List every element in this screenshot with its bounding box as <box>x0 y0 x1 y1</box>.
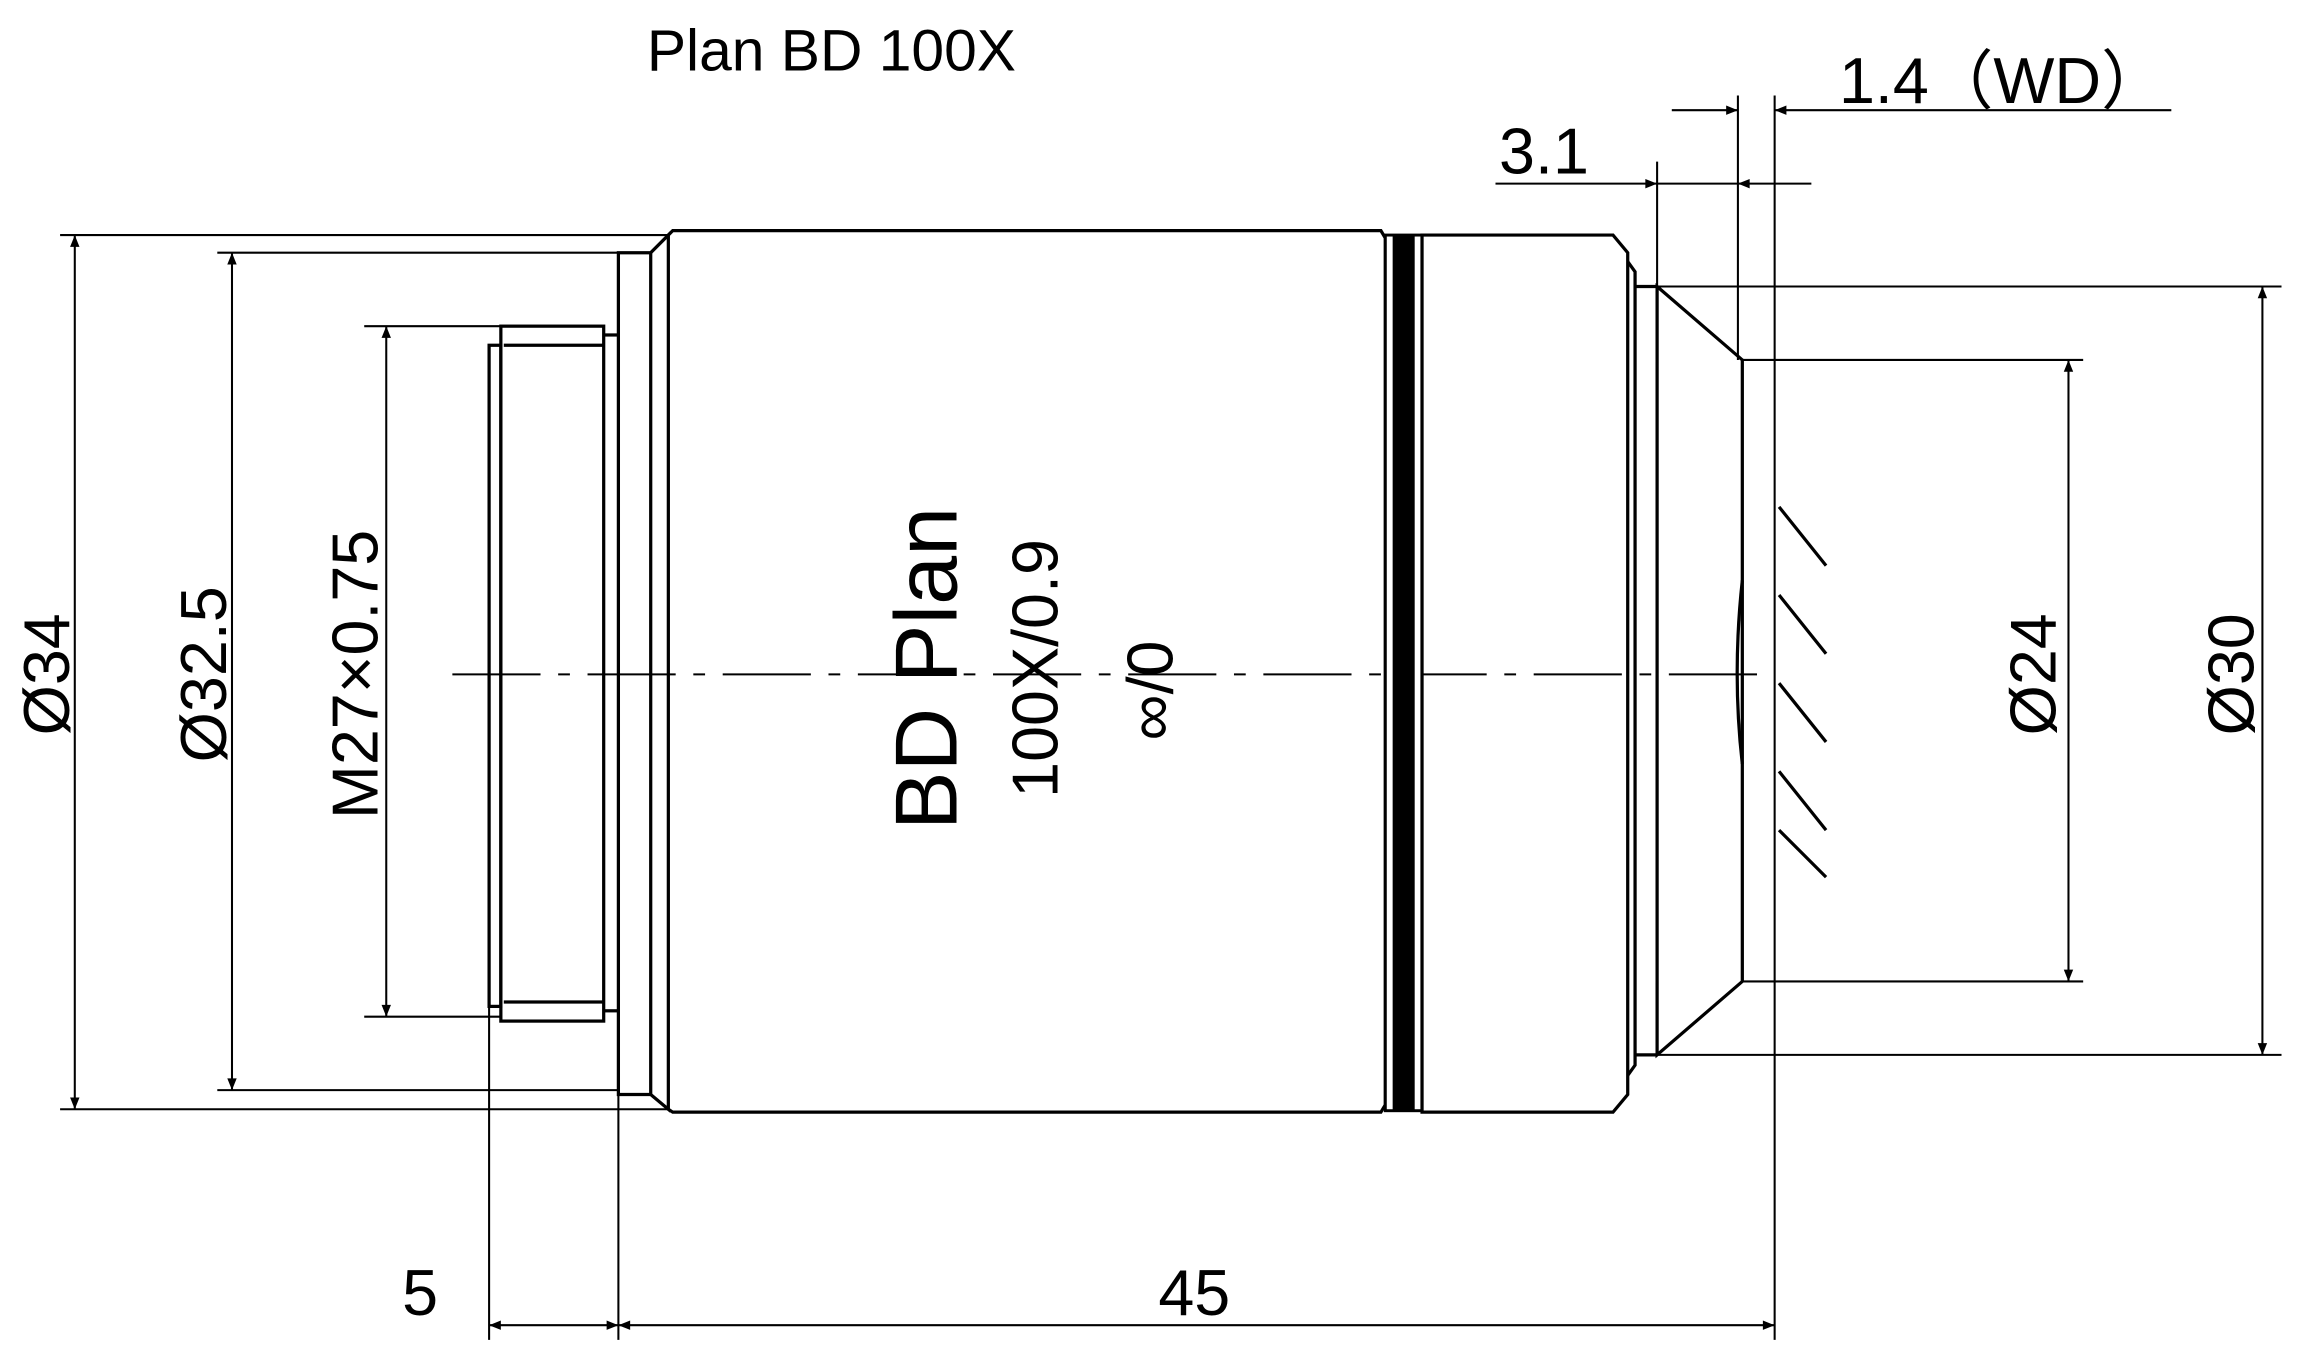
dim-len-5: 5 <box>402 1256 438 1329</box>
front-lens <box>1735 580 1744 765</box>
extension-lines <box>60 95 2282 1340</box>
dim-len-3-1: 3.1 <box>1499 114 1589 187</box>
dim-len-45: 45 <box>1158 1256 1230 1329</box>
thread-mount <box>487 324 619 1023</box>
dim-d30: Ø30 <box>2195 613 2268 735</box>
drawing-title: Plan BD 100X <box>647 19 1016 84</box>
barrel-label-spec: 100X/0.9 <box>999 539 1072 798</box>
nose-cone <box>1655 282 1744 1059</box>
dim-d34: Ø34 <box>10 613 83 735</box>
front-section <box>1420 233 1630 1114</box>
dim-working-distance: 1.4（WD） <box>1839 44 2166 117</box>
dim-d32-5: Ø32.5 <box>167 586 240 762</box>
dimension-lines <box>70 105 2268 1330</box>
dim-d24: Ø24 <box>1996 613 2069 735</box>
barrel-label-name: BD Plan <box>876 507 975 830</box>
specimen-hatching <box>1777 505 1828 879</box>
flange <box>616 231 670 1113</box>
dim-thread: M27×0.75 <box>318 530 391 819</box>
barrel-label-tube: ∞/0 <box>1113 641 1186 741</box>
